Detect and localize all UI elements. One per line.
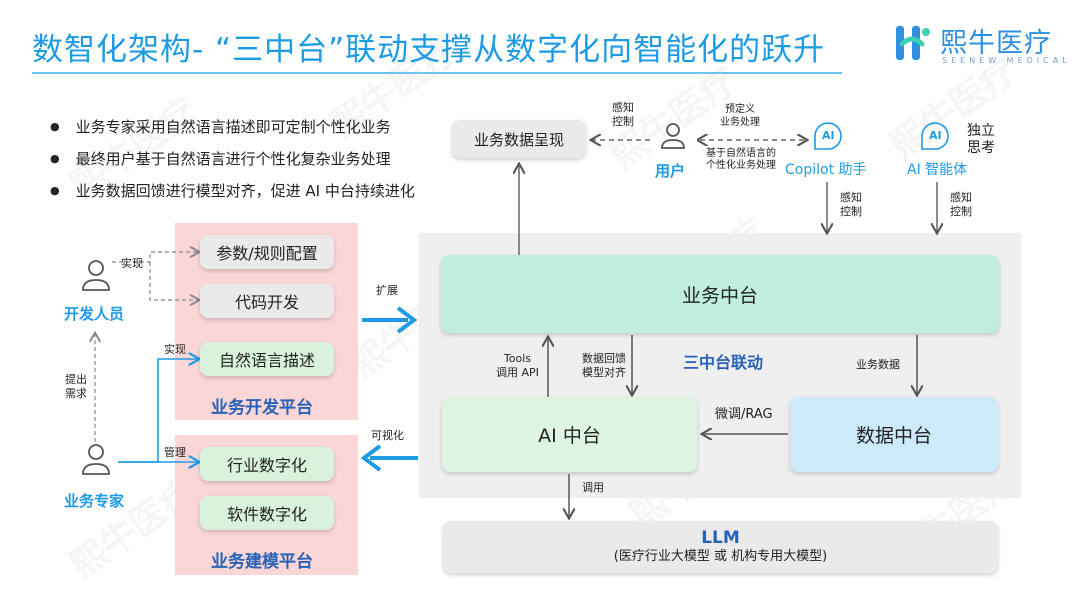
- agent-ai-icon: [921, 122, 949, 150]
- finetune-rag-label: 微调/RAG: [715, 407, 773, 422]
- bullet-item: 最终用户基于自然语言进行个性化复杂业务处理: [50, 143, 415, 175]
- data-middle-platform-box: 数据中台: [790, 397, 998, 472]
- agent-ai-badge: AI: [929, 129, 942, 142]
- H-logo-icon: [896, 26, 930, 60]
- dev-to-code-arrow: [149, 262, 198, 300]
- llm-box: LLM (医疗行业大模型 或 机构专用大模型): [443, 521, 998, 573]
- copilot-ai-icon: [814, 122, 842, 150]
- expert-person-icon: [82, 444, 110, 475]
- industry-digital-box: 行业数字化: [200, 447, 334, 481]
- expert-to-nl-arrow: [118, 359, 198, 463]
- implement-label: 实现: [121, 257, 143, 270]
- nl-personal-label: 基于自然语言的个性化业务处理: [706, 148, 776, 171]
- expand-arrow-head: [396, 306, 418, 334]
- manage-label: 管理: [164, 446, 186, 459]
- llm-subtitle: (医疗行业大模型 或 机构专用大模型): [613, 549, 828, 564]
- modeling-platform-title: 业务建模平台: [211, 552, 313, 572]
- dev-to-config-arrow: [112, 252, 198, 263]
- agent-sense-label: 感知控制: [950, 191, 972, 218]
- predefined-label: 预定义业务处理: [720, 104, 760, 128]
- developer-label: 开发人员: [64, 305, 125, 323]
- param-config-box: 参数/规则配置: [200, 235, 334, 269]
- user-label: 用户: [655, 162, 686, 180]
- visualize-label: 可视化: [371, 429, 404, 442]
- bullet-list: 业务专家采用自然语言描述即可定制个性化业务 最终用户基于自然语言进行个性化复杂业…: [50, 111, 415, 207]
- ai-agent-label: AI 智能体: [907, 162, 968, 178]
- visualize-arrow-head: [360, 444, 382, 472]
- sense-control-label: 感知控制: [612, 101, 634, 128]
- expert-label: 业务专家: [64, 492, 125, 510]
- implement-label-2: 实现: [164, 343, 186, 356]
- user-person-icon: [661, 123, 685, 149]
- business-data-display-box: 业务数据呈现: [452, 120, 586, 158]
- bullet-item: 业务数据回馈进行模型对齐，促进 AI 中台持续进化: [50, 175, 415, 207]
- business-middle-platform-box: 业务中台: [441, 255, 999, 333]
- bullet-item: 业务专家采用自然语言描述即可定制个性化业务: [50, 111, 415, 143]
- llm-title: LLM: [701, 528, 740, 548]
- independent-thinking-label: 独立思考: [967, 123, 995, 156]
- page-title: 数智化架构- “三中台”联动支撑从数字化向智能化的跃升: [32, 32, 826, 68]
- copilot-label: Copilot 助手: [785, 162, 867, 178]
- software-digital-box: 软件数字化: [200, 496, 334, 530]
- logo-name: 熙牛医疗: [940, 28, 1052, 59]
- invoke-label: 调用: [582, 481, 604, 494]
- copilot-ai-badge: AI: [822, 129, 835, 142]
- data-feedback-label: 数据回馈模型对齐: [582, 352, 626, 379]
- copilot-sense-label: 感知控制: [840, 191, 862, 218]
- title-underline: [32, 72, 842, 74]
- nl-description-box: 自然语言描述: [200, 342, 334, 376]
- logo-subtitle: SEENEW MEDICAL: [942, 56, 1071, 65]
- ai-middle-platform-box: AI 中台: [442, 397, 697, 472]
- raise-requirement-label: 提出需求: [65, 373, 87, 400]
- developer-person-icon: [82, 260, 110, 291]
- three-linkage-label: 三中台联动: [683, 353, 764, 372]
- dev-platform-title: 业务开发平台: [211, 398, 313, 418]
- code-dev-box: 代码开发: [200, 284, 334, 318]
- expand-label: 扩展: [376, 284, 398, 297]
- business-data-label: 业务数据: [856, 358, 900, 371]
